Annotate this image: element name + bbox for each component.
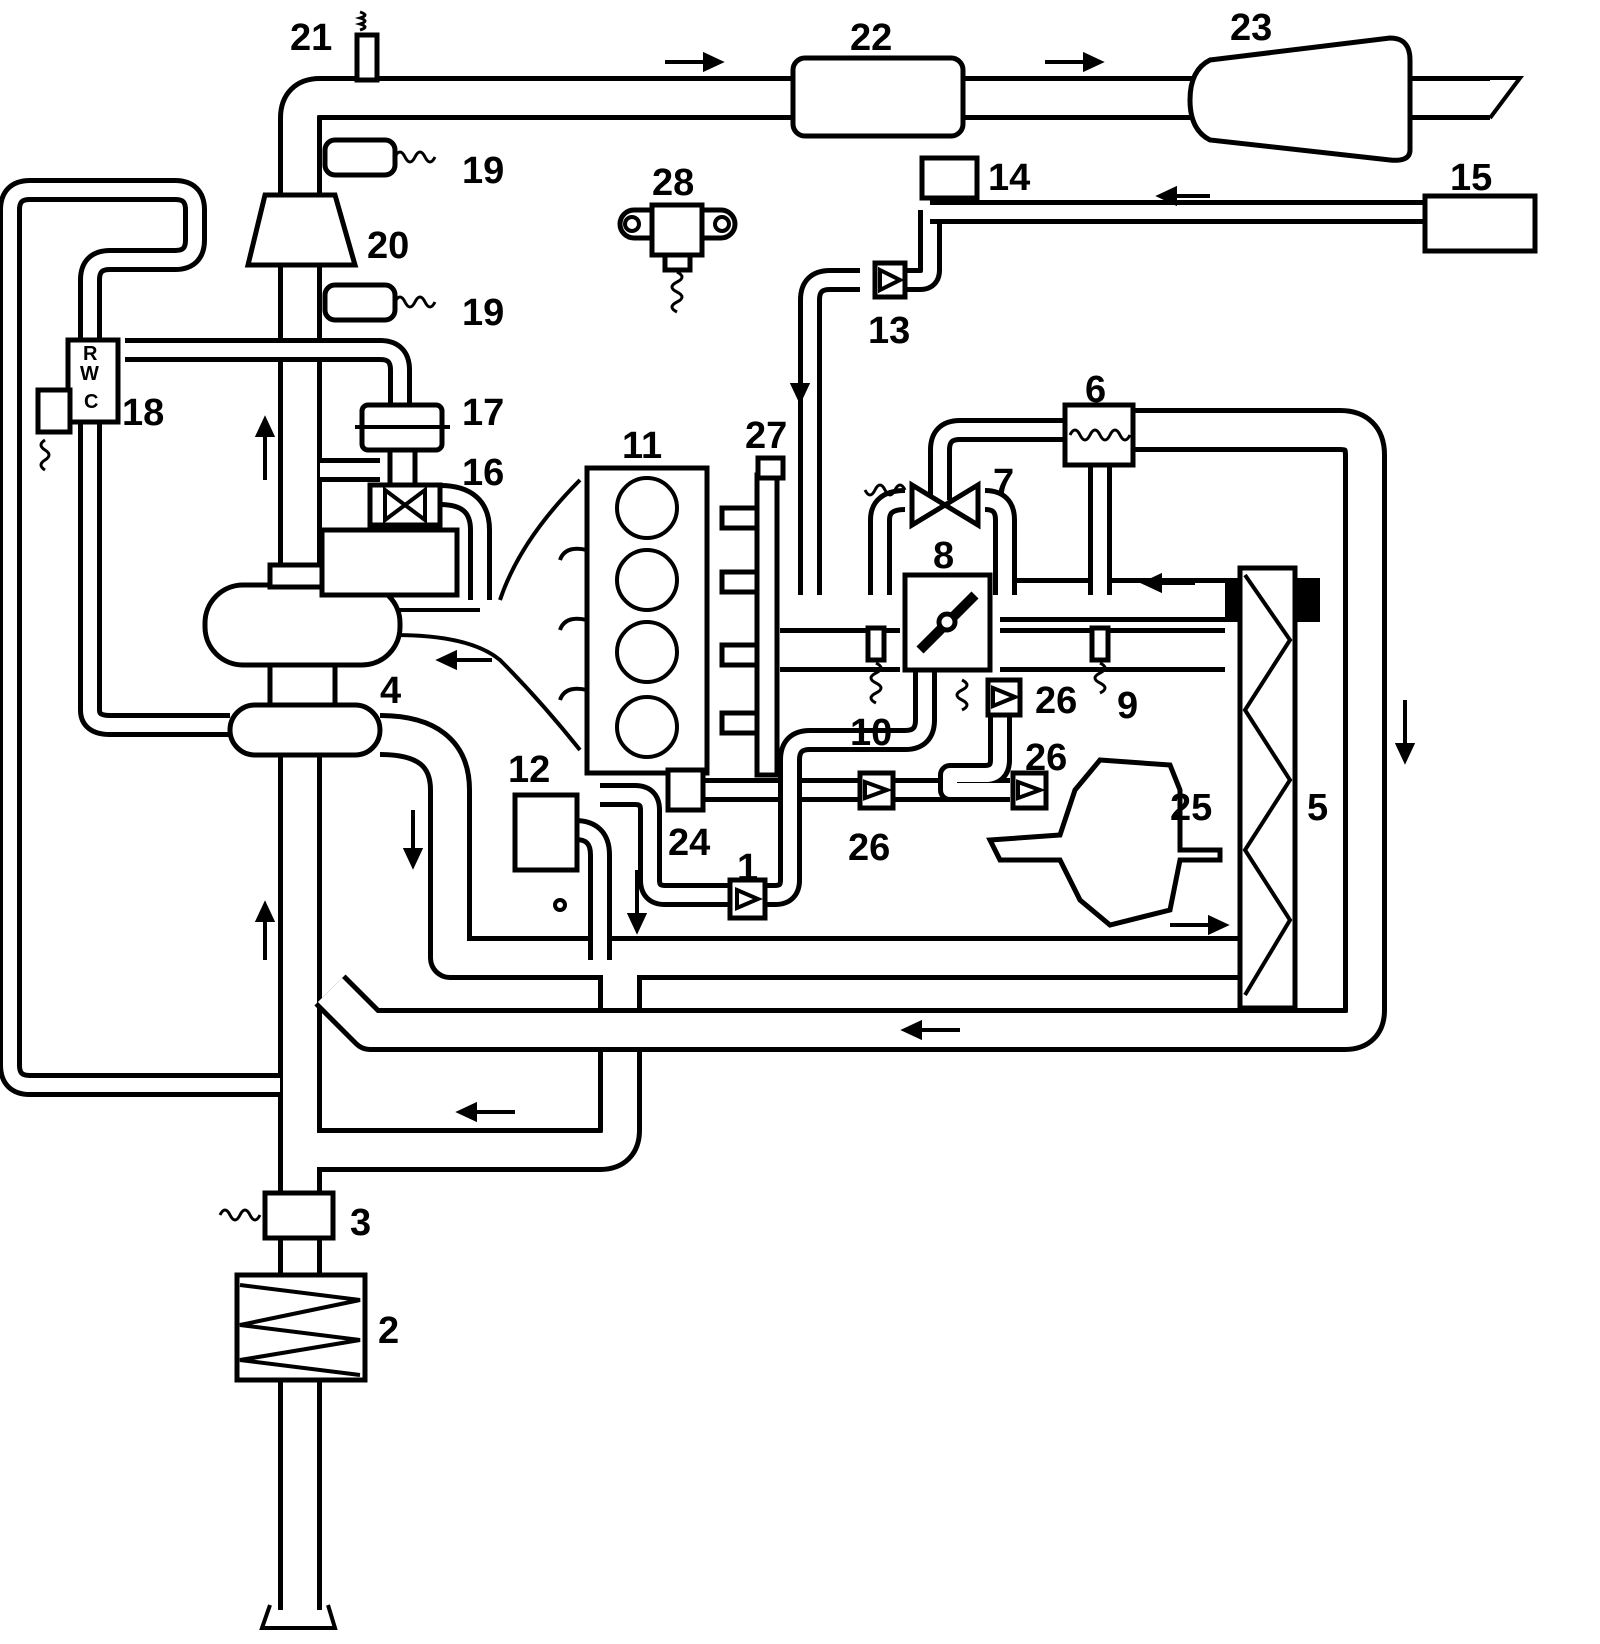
callout-13: 13 [868,310,910,352]
boost-solenoid-18: R W C [35,337,121,472]
catalytic-converter-20 [244,192,359,268]
callout-22: 22 [850,17,892,59]
tailpipe-tip [1485,76,1524,120]
callout-5: 5 [1307,787,1328,829]
valve-port-c: C [84,391,98,413]
callout-14: 14 [988,157,1030,199]
map-sensor-28 [617,202,738,314]
wastegate-actuator-17 [355,402,450,488]
check-valve-26-right [1010,770,1049,811]
sensor-10 [865,625,969,712]
component-24 [665,767,706,813]
callout-26-top: 26 [1035,680,1077,722]
sensor-9 [1089,625,1111,695]
callout-21: 21 [290,17,332,59]
bypass-valve-7 [863,480,981,530]
check-valve-13 [872,260,908,300]
intake-runners [780,578,1225,672]
callout-20: 20 [367,225,409,267]
muffler-22 [790,55,966,139]
callout-8: 8 [933,535,954,577]
valve-port-r: R [83,343,98,365]
air-filter-2 [234,1272,368,1383]
callout-10: 10 [850,712,892,754]
main-pipes [278,76,1490,1610]
sensor-21 [354,10,380,83]
wastegate-loop [0,178,412,1097]
callout-26-left: 26 [848,827,890,869]
wastegate-valve-16 [367,482,443,528]
callout-24: 24 [668,822,710,864]
callout-27: 27 [745,415,787,457]
callout-3: 3 [350,1202,371,1244]
check-valve-1 [727,877,768,921]
component-14 [919,155,980,201]
callout-7: 7 [993,462,1014,504]
callout-19-lower: 19 [462,292,504,334]
callout-12: 12 [508,749,550,791]
callout-labels: 1 2 3 4 5 6 7 8 9 10 11 12 13 14 15 16 1… [122,7,1492,1352]
callout-19-upper: 19 [462,150,504,192]
maf-sensor-3 [218,1190,336,1241]
flow-arrows [254,51,1416,1123]
callout-9: 9 [1117,685,1138,727]
callout-25: 25 [1170,787,1212,829]
valve-port-w: W [80,363,99,385]
callout-15: 15 [1450,157,1492,199]
component-6 [1062,402,1136,468]
oxygen-sensor-19-upper [322,137,437,178]
callout-23: 23 [1230,7,1272,49]
vacuum-hoses [320,200,1425,960]
oxygen-sensor-19-lower [322,282,437,323]
callout-18: 18 [122,392,164,434]
throttle-body-8 [902,572,993,673]
callout-2: 2 [378,1310,399,1352]
callout-1: 1 [737,847,758,889]
component-15 [1422,193,1538,254]
fuel-rail-27 [719,455,786,778]
brake-booster-25 [986,757,1223,928]
engine-block-11 [558,465,710,776]
component-12 [512,792,580,912]
callout-26-right: 26 [1025,737,1067,779]
exhaust-manifold [394,478,582,752]
callout-11: 11 [622,425,662,467]
return-pipe [314,408,1387,1052]
callout-17: 17 [462,392,504,434]
callout-6: 6 [1085,369,1106,411]
check-valve-26-left [857,770,896,811]
air-inlet-flare [259,1604,338,1630]
turbocharger [202,527,460,758]
silencer-23 [1187,35,1413,163]
check-valve-26-top [985,677,1023,718]
callout-28: 28 [652,162,694,204]
intercooler-5 [1237,565,1298,1011]
callout-16: 16 [462,452,504,494]
callout-4: 4 [380,670,401,712]
